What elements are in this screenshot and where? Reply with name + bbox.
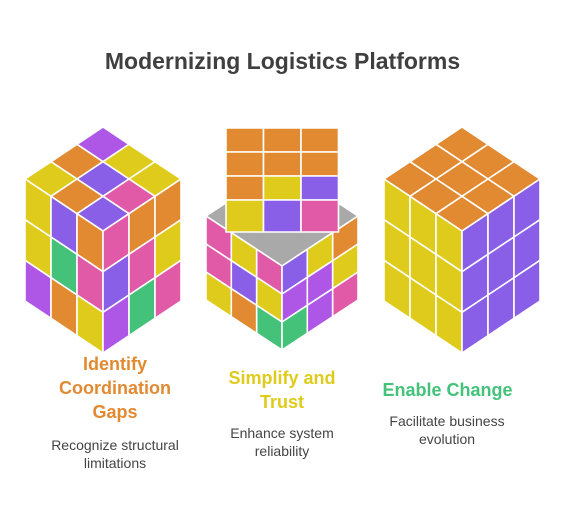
step-heading-identify: Identify Coordination Gaps: [59, 354, 171, 422]
step-description-simplify: Enhance system reliability: [230, 425, 334, 459]
step-heading-simplify: Simplify and Trust: [228, 368, 336, 412]
step-description-identify: Recognize structural limitations: [51, 437, 179, 471]
page-title: Modernizing Logistics Platforms: [104, 48, 461, 74]
step-description-enable: Facilitate business evolution: [389, 413, 505, 447]
exploded-slab-tile: [300, 199, 340, 233]
step-heading-enable: Enable Change: [382, 380, 513, 400]
scrambled-right-tile: [154, 259, 182, 320]
exploded-right-tile: [331, 271, 359, 318]
solved-right-tile: [513, 259, 541, 320]
